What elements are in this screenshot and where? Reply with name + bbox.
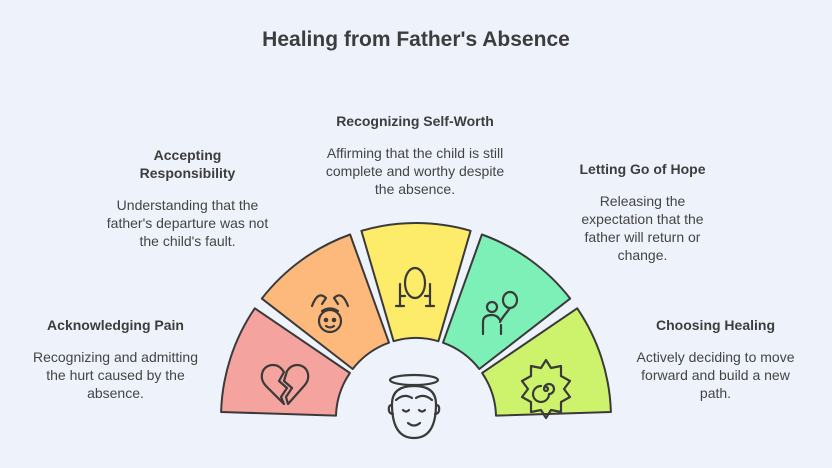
- stage-description: Affirming that the child is still comple…: [325, 145, 505, 197]
- stage-heading: Recognizing Self-Worth: [336, 113, 494, 129]
- stage-heading: Accepting Responsibility: [139, 147, 236, 181]
- stage-description: Recognizing and admitting the hurt cause…: [33, 349, 198, 401]
- mirror-icon: [394, 266, 436, 308]
- haloed-child-face-icon: [387, 373, 441, 440]
- segment-accepting-responsibility: [260, 233, 390, 370]
- segment-recognizing-self-worth: [360, 222, 472, 343]
- stage-recognizing-self-worth: Recognizing Self-Worth Affirming that th…: [320, 112, 510, 198]
- stage-acknowledging-pain: Acknowledging Pain Recognizing and admit…: [28, 316, 203, 402]
- stage-choosing-healing: Choosing Healing Actively deciding to mo…: [628, 316, 803, 402]
- spiral-sun-icon: [520, 358, 572, 420]
- diagram-title: Healing from Father's Absence: [262, 28, 570, 51]
- person-releasing-balloon-icon: [481, 290, 519, 336]
- stage-letting-go-of-hope: Letting Go of Hope Releasing the expecta…: [565, 160, 720, 264]
- stage-description: Actively deciding to move forward and bu…: [636, 349, 795, 401]
- stage-heading: Letting Go of Hope: [579, 161, 706, 177]
- stage-description: Releasing the expectation that the fathe…: [581, 193, 704, 263]
- segment-letting-go-of-hope: [442, 233, 572, 370]
- stage-heading: Acknowledging Pain: [47, 317, 184, 333]
- broken-heart-icon: [260, 363, 310, 406]
- stage-description: Understanding that the father's departur…: [106, 197, 269, 249]
- stage-accepting-responsibility: Accepting Responsibility Understanding t…: [105, 146, 270, 250]
- segment-acknowledging-pain: [220, 307, 351, 417]
- cradled-child-icon: [310, 294, 350, 334]
- stage-heading: Choosing Healing: [656, 317, 775, 333]
